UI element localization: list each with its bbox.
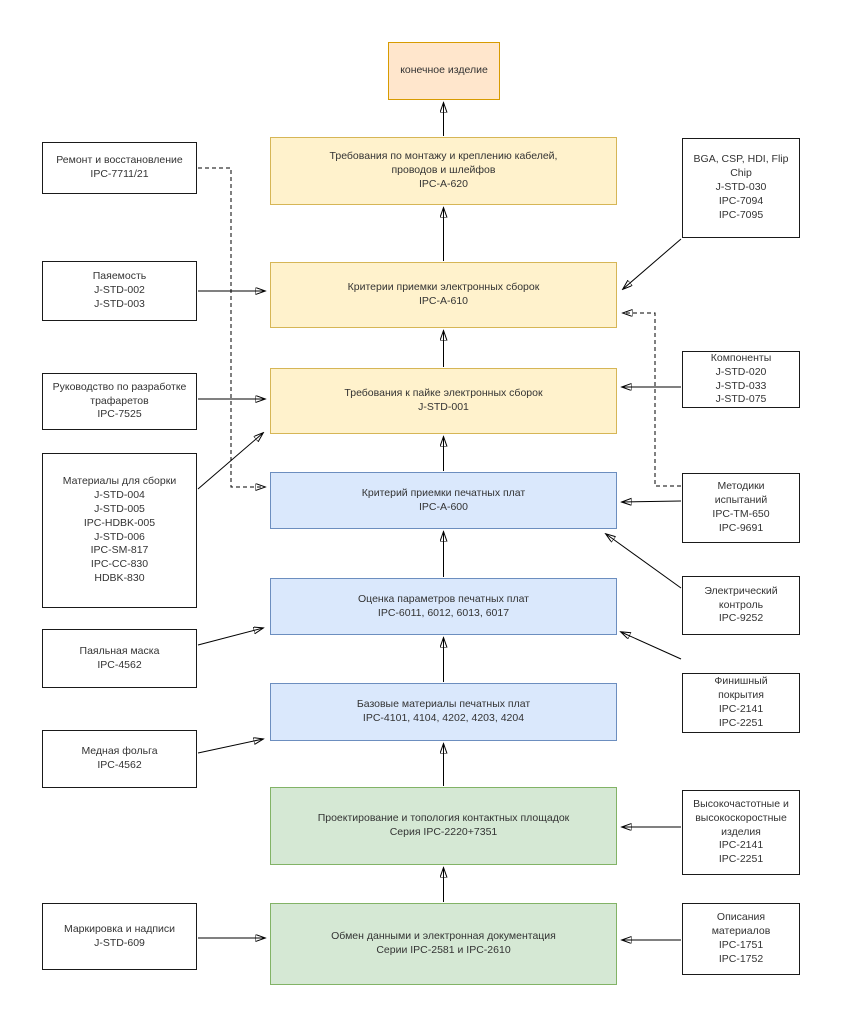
node-material-declarations: Описания материалов IPC-1751 IPC-1752 xyxy=(682,903,800,975)
node-design-topology: Проектирование и топология контактных пл… xyxy=(270,787,617,865)
node-ipc-a-600: Критерий приемки печатных плат IPC-A-600 xyxy=(270,472,617,529)
arrow-test-methods-to-assembly-accept xyxy=(623,313,681,487)
arrow-solder-mask-to-board-eval xyxy=(197,628,263,646)
node-copper-foil: Медная фольга IPC-4562 xyxy=(42,730,197,788)
arrow-bga-to-assembly-accept xyxy=(623,238,682,289)
arrow-electrical-to-board-accept xyxy=(606,534,682,589)
node-assembly-materials: Материалы для сборки J-STD-004 J-STD-005… xyxy=(42,453,197,608)
arrow-copper-foil-to-base-materials xyxy=(197,739,263,754)
node-solder-mask: Паяльная маска IPC-4562 xyxy=(42,629,197,688)
node-electrical-test: Электрический контроль IPC-9252 xyxy=(682,576,800,635)
node-surface-finishes: Финишный покрытия IPC-2141 IPC-2251 xyxy=(682,673,800,733)
node-final-product: конечное изделие xyxy=(388,42,500,100)
node-stencil-guide: Руководство по разработке трафаретов IPC… xyxy=(42,373,197,430)
node-components: Компоненты J-STD-020 J-STD-033 J-STD-075 xyxy=(682,351,800,408)
node-ipc-a-620: Требования по монтажу и креплению кабеле… xyxy=(270,137,617,205)
node-test-methods: Методики испытаний IPC-TM-650 IPC-9691 xyxy=(682,473,800,543)
node-board-eval: Оценка параметров печатных плат IPC-6011… xyxy=(270,578,617,635)
arrow-finishes-to-board-eval xyxy=(621,632,682,660)
node-solderability: Паяемость J-STD-002 J-STD-003 xyxy=(42,261,197,321)
node-bga-csp-hdi: BGA, CSP, HDI, Flip Chip J-STD-030 IPC-7… xyxy=(682,138,800,238)
node-data-exchange: Обмен данными и электронная документация… xyxy=(270,903,617,985)
node-marking: Маркировка и надписи J-STD-609 xyxy=(42,903,197,970)
node-base-materials: Базовые материалы печатных плат IPC-4101… xyxy=(270,683,617,741)
arrow-materials-to-soldering xyxy=(197,433,263,490)
arrow-repair-to-board-accept xyxy=(198,167,265,487)
arrow-test-methods-to-board-accept xyxy=(622,501,682,502)
node-ipc-a-610: Критерии приемки электронных сборок IPC-… xyxy=(270,262,617,328)
node-high-frequency: Высокочастотные и высокоскоростные издел… xyxy=(682,790,800,875)
node-j-std-001: Требования к пайке электронных сборок J-… xyxy=(270,368,617,434)
node-repair: Ремонт и восстановление IPC-7711/21 xyxy=(42,142,197,194)
